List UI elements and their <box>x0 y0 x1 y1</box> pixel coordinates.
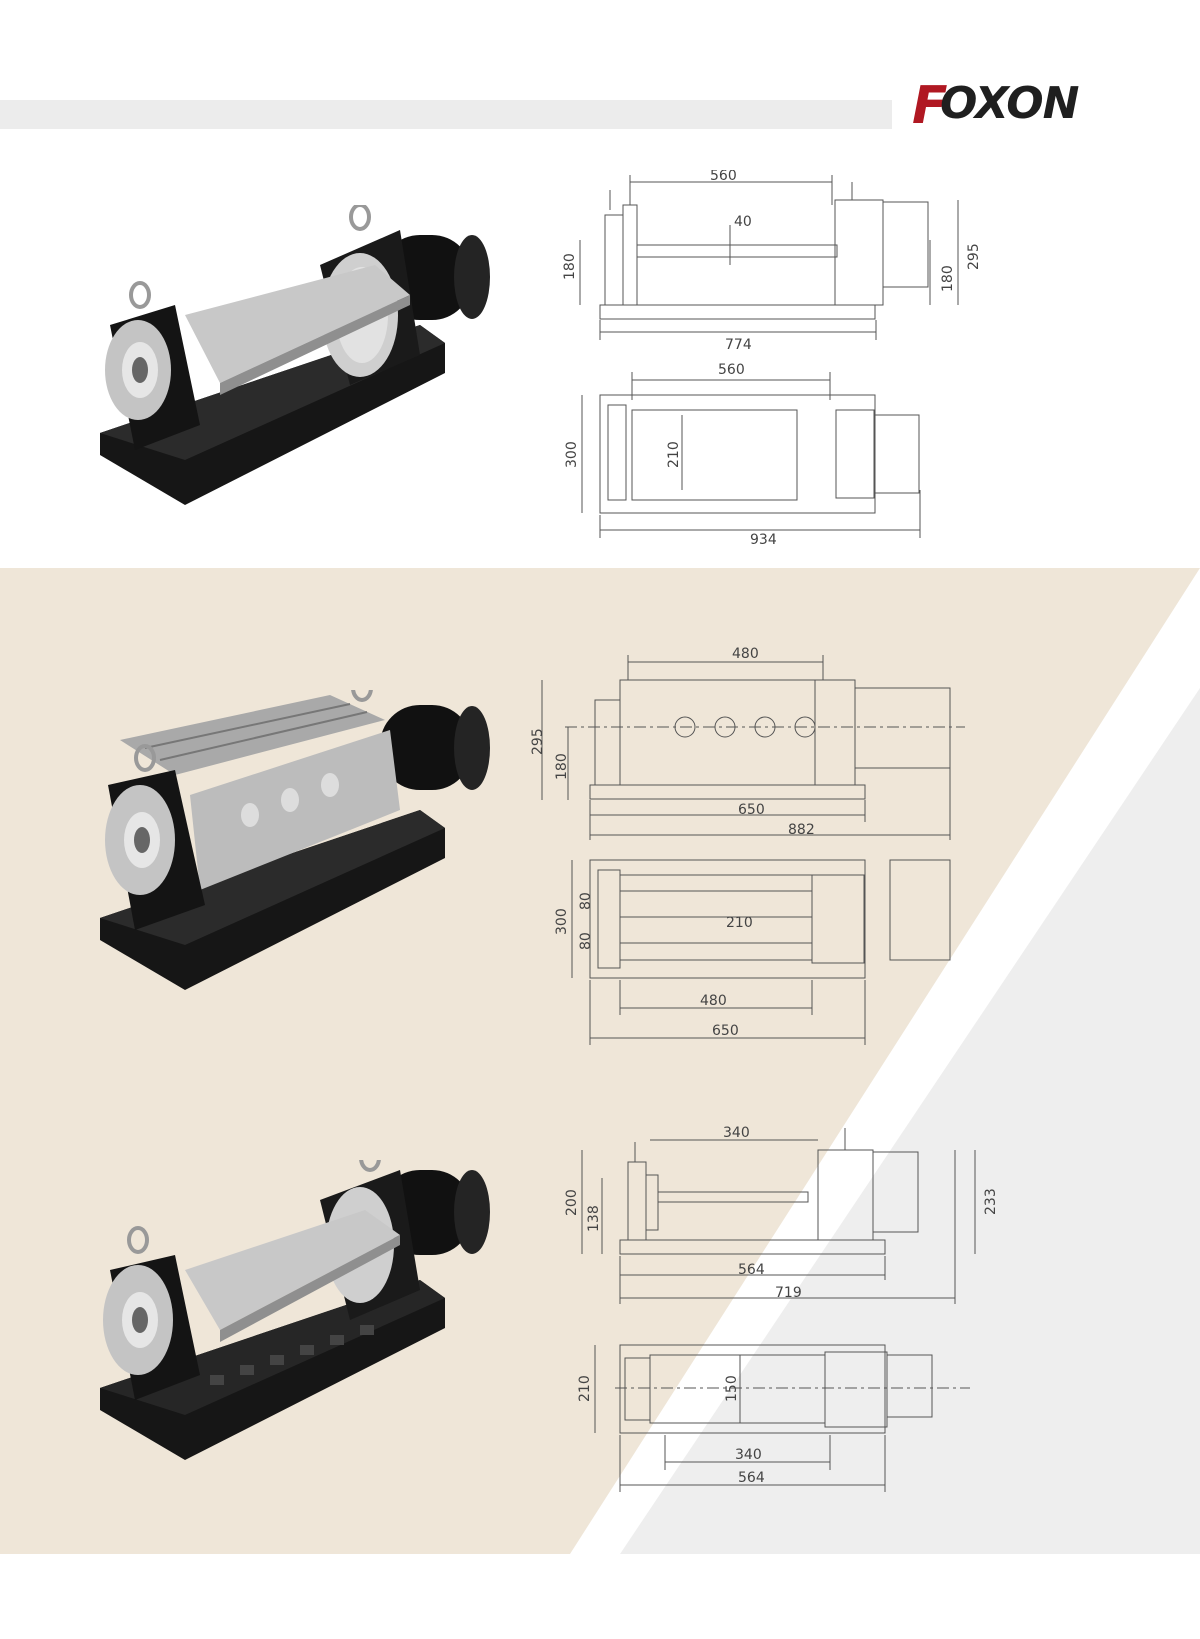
dim-210: 210 <box>726 915 753 931</box>
dim-480: 480 <box>732 646 759 662</box>
dim-80-top: 80 <box>578 892 594 910</box>
dim-180-right: 180 <box>940 265 956 292</box>
drawing-1-top-view: 560 300 210 934 <box>564 362 921 545</box>
logo-initial: F <box>912 76 948 136</box>
drawing-2-front-view: 480 295 180 650 882 <box>530 646 965 840</box>
foxon-logo: F OXON <box>912 76 1112 136</box>
drawing-2-top-view: 300 80 80 210 480 650 <box>554 859 951 1045</box>
dim-40: 40 <box>734 214 752 230</box>
dim-233: 233 <box>983 1188 999 1215</box>
dim-80-bottom: 80 <box>578 932 594 950</box>
dim-650: 650 <box>738 802 765 818</box>
dim-200: 200 <box>564 1189 580 1216</box>
header-band <box>0 100 892 129</box>
dim-150: 150 <box>724 1375 740 1402</box>
dim-138: 138 <box>586 1205 602 1232</box>
dim-300: 300 <box>554 908 570 935</box>
drawing-3-top-view: 210 150 340 564 <box>577 1344 970 1492</box>
dim-180-left: 180 <box>562 253 578 280</box>
dim-774: 774 <box>725 337 752 353</box>
dim-882: 882 <box>788 822 815 838</box>
dim-300: 300 <box>564 441 580 468</box>
dim-180: 180 <box>554 753 570 780</box>
dim-340: 340 <box>723 1125 750 1141</box>
product-3-render <box>100 1160 490 1460</box>
dim-210: 210 <box>666 441 682 468</box>
dim-719: 719 <box>775 1285 802 1301</box>
dim-295: 295 <box>966 243 980 270</box>
drawing-1-front-view: 560 40 180 180 295 774 <box>562 170 980 353</box>
dim-480: 480 <box>700 993 727 1009</box>
dim-564: 564 <box>738 1470 765 1486</box>
dim-650: 650 <box>712 1023 739 1039</box>
dim-340: 340 <box>735 1447 762 1463</box>
logo-rest: OXON <box>940 78 1079 129</box>
product-1-render <box>100 205 490 505</box>
dim-564: 564 <box>738 1262 765 1278</box>
dim-560: 560 <box>710 170 737 184</box>
dim-295: 295 <box>530 728 546 755</box>
dim-934: 934 <box>750 532 777 545</box>
dim-210: 210 <box>577 1375 593 1402</box>
dim-560: 560 <box>718 362 745 378</box>
product-2-render <box>100 690 490 990</box>
drawing-3-front-view: 340 200 138 233 564 719 <box>564 1125 999 1304</box>
